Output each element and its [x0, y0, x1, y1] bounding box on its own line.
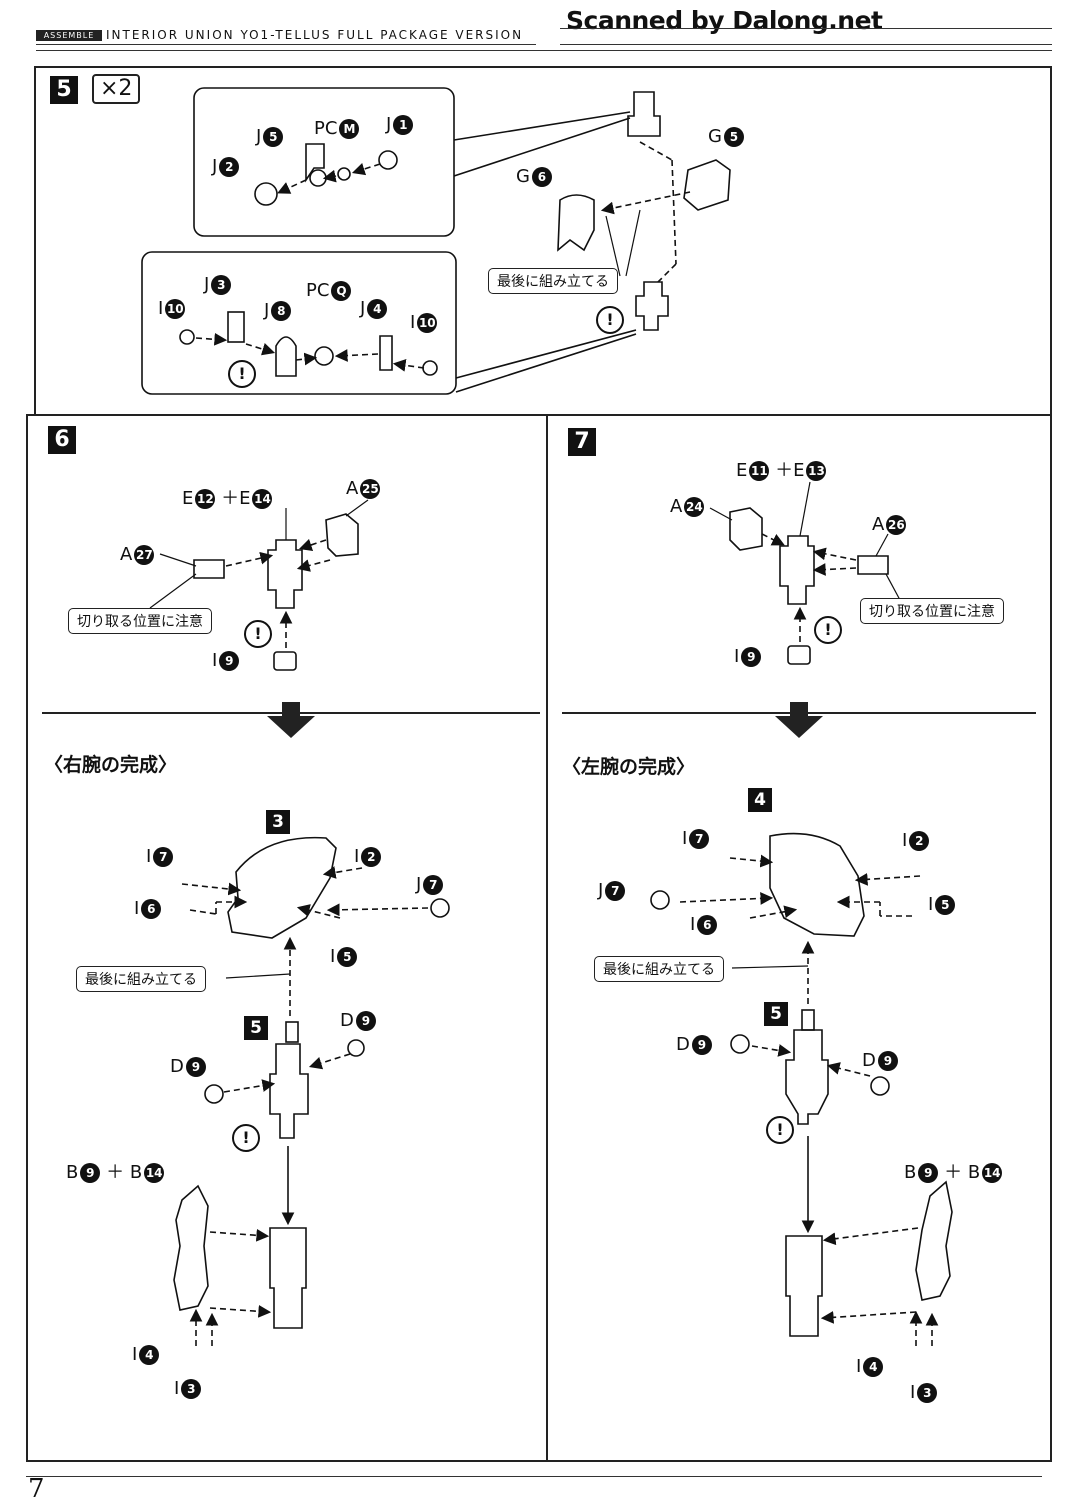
step5-multiplier: ×2 [92, 74, 141, 104]
step7-assemble-last-note: 最後に組み立てる [594, 956, 724, 982]
document-title: INTERIOR UNION YO1-TELLUS FULL PACKAGE V… [106, 28, 524, 42]
warning-icon: ! [596, 306, 624, 334]
substep-5: 5 [764, 1002, 788, 1026]
step7-cut-note: 切り取る位置に注意 [860, 598, 1004, 624]
down-arrow-icon [775, 716, 823, 738]
substep-5: 5 [244, 1016, 268, 1040]
warning-icon: ! [814, 616, 842, 644]
substep-3: 3 [266, 810, 290, 834]
scan-credit: Scanned by Dalong.net [566, 6, 883, 35]
warning-icon: ! [228, 360, 256, 388]
warning-icon: ! [244, 620, 272, 648]
header-rule-right [560, 28, 1052, 29]
down-arrow-stem [790, 702, 808, 716]
step6-assemble-last-note: 最後に組み立てる [76, 966, 206, 992]
substep-4: 4 [748, 788, 772, 812]
down-arrow-icon [267, 716, 315, 738]
footer-rule [26, 1476, 1042, 1477]
right-arm-complete-heading: 〈右腕の完成〉 [44, 754, 178, 776]
header-rule-2 [36, 50, 1052, 51]
page-number: 7 [28, 1474, 45, 1504]
warning-icon: ! [766, 1116, 794, 1144]
step5-assemble-last-note: 最後に組み立てる [488, 268, 618, 294]
step7-number: 7 [568, 428, 596, 456]
left-arm-complete-heading: 〈左腕の完成〉 [562, 756, 696, 778]
assemble-tag: ASSEMBLE [36, 30, 102, 41]
step7-frame [546, 414, 1052, 1462]
down-arrow-stem [282, 702, 300, 716]
header-rule [36, 44, 536, 45]
step6-number: 6 [48, 426, 76, 454]
header-rule-right-2 [560, 44, 1052, 45]
step6-cut-note: 切り取る位置に注意 [68, 608, 212, 634]
step5-number: 5 [50, 76, 78, 104]
warning-icon: ! [232, 1124, 260, 1152]
